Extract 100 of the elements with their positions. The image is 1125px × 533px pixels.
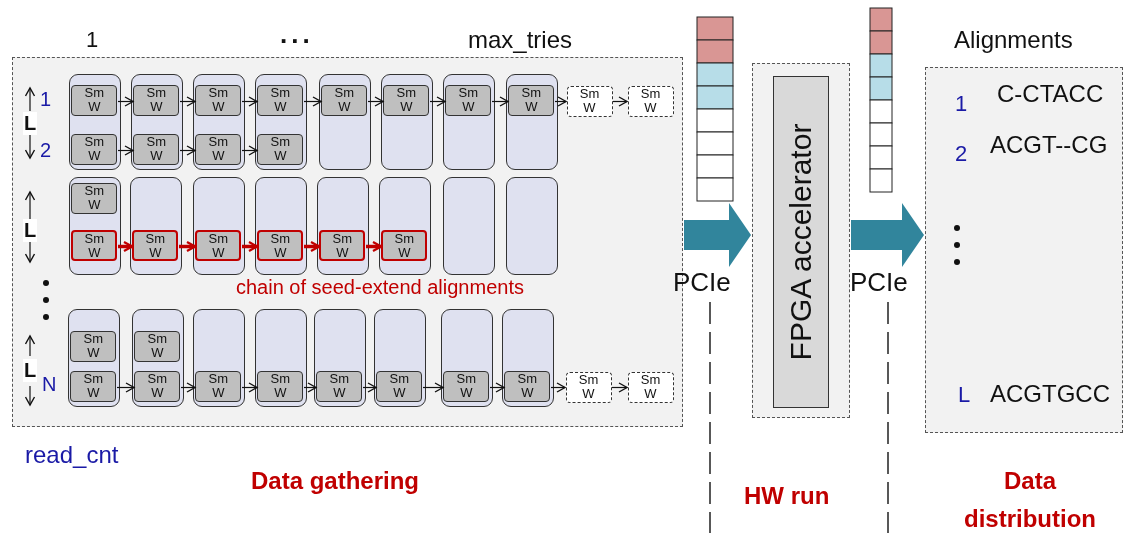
process-box: Sm W: [565, 371, 612, 403]
arrow: [241, 382, 258, 393]
process-box: Sm W: [133, 134, 180, 166]
process-box: Sm W: [443, 371, 490, 403]
group-tile: [130, 73, 183, 170]
alignment-text: ACGT--CG: [990, 131, 1108, 159]
process-box: Sm W: [257, 134, 304, 166]
group-tile: [505, 176, 558, 275]
group-tile: [313, 308, 366, 407]
block-arrow: [684, 203, 751, 267]
arrow: [118, 240, 134, 253]
arrow: [241, 96, 258, 107]
ellipsis-text: ...: [280, 20, 314, 50]
dimension-label: L: [23, 112, 38, 135]
row-number: 2: [955, 141, 968, 167]
group-tile: [318, 73, 371, 170]
group-tile: [131, 308, 184, 407]
accelerator-box: [772, 75, 829, 408]
process-box: Sm W: [132, 230, 179, 262]
arrow: [303, 96, 322, 107]
group-tile: [254, 73, 307, 170]
row-number: 1: [40, 88, 52, 111]
annotation-text: chain of seed-extend alignments: [236, 276, 524, 299]
arrow: [179, 240, 197, 253]
group-tile: [192, 73, 245, 170]
arrow: [429, 96, 446, 107]
bus-label: PCIe: [850, 268, 908, 298]
group-tile: [373, 308, 426, 407]
group-tile: [378, 176, 431, 275]
process-box: Sm W: [566, 85, 613, 117]
arrow: [550, 382, 566, 393]
arrow: [304, 240, 321, 253]
group-tile: [67, 308, 120, 407]
group-tile: [254, 176, 307, 275]
process-box: Sm W: [376, 371, 423, 403]
process-box: Sm W: [134, 371, 181, 403]
arrow: [422, 382, 444, 393]
stage-label: Data gathering: [250, 466, 420, 496]
arrow: [611, 382, 628, 393]
bus-label: PCIe: [673, 268, 731, 298]
arrow: [179, 145, 196, 156]
row-number: L: [958, 382, 971, 408]
arrow: [117, 96, 134, 107]
process-box: Sm W: [257, 371, 304, 403]
dimension-label: L: [23, 219, 38, 242]
group-tile: [501, 308, 554, 407]
row-number: 1: [955, 91, 968, 117]
arrow: [180, 382, 196, 393]
process-box: Sm W: [627, 85, 674, 117]
group-tile: [442, 73, 495, 170]
process-box: Sm W: [383, 85, 430, 117]
process-box: Sm W: [71, 134, 118, 166]
row-number: 2: [40, 139, 52, 162]
process-box: Sm W: [445, 85, 492, 117]
process-box: Sm W: [381, 230, 428, 262]
process-box: Sm W: [71, 230, 118, 262]
axis-label: read_cnt: [25, 441, 119, 469]
stage-label: Data distribution: [963, 466, 1097, 533]
arrow: [242, 240, 259, 253]
arrow: [554, 96, 567, 107]
stage-label: HW run: [744, 482, 830, 510]
arrow: [491, 96, 509, 107]
group-tile: [254, 308, 307, 407]
process-box: Sm W: [508, 85, 555, 117]
vertical-label: FPGA accelerator: [783, 123, 818, 360]
arrow: [303, 382, 317, 393]
process-box: Sm W: [504, 371, 551, 403]
group-tile: [68, 73, 121, 170]
process-box: Sm W: [133, 85, 180, 117]
process-box: Sm W: [134, 331, 181, 363]
arrow: [362, 382, 377, 393]
column-label: max_tries: [468, 26, 573, 54]
process-box: Sm W: [257, 85, 304, 117]
dashed-panel: [752, 63, 850, 418]
arrow: [367, 96, 384, 107]
process-box: Sm W: [316, 371, 363, 403]
process-box: Sm W: [195, 134, 242, 166]
group-tile: [442, 176, 495, 275]
group-tile: [192, 176, 245, 275]
alignment-text: ACGTGCC: [990, 380, 1110, 408]
arrow: [489, 382, 505, 393]
group-tile: [68, 176, 121, 275]
process-box: Sm W: [70, 371, 117, 403]
group-tile: [505, 73, 558, 170]
process-box: Sm W: [71, 183, 118, 215]
arrow: [117, 145, 134, 156]
process-box: Sm W: [627, 371, 674, 403]
process-box: Sm W: [321, 85, 368, 117]
process-box: Sm W: [195, 371, 242, 403]
arrow: [179, 96, 196, 107]
panel-heading: Alignments: [954, 26, 1073, 54]
process-box: Sm W: [195, 230, 242, 262]
process-box: Sm W: [257, 230, 304, 262]
arrow: [116, 382, 135, 393]
arrow: [366, 240, 383, 253]
process-box: Sm W: [70, 331, 117, 363]
dimension-label: L: [23, 359, 38, 382]
block-arrow: [851, 203, 924, 267]
process-box: Sm W: [195, 85, 242, 117]
group-tile: [440, 308, 493, 407]
